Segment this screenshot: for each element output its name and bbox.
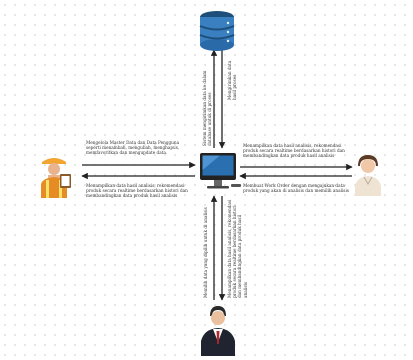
edge-label-customer-to-system: Membuat Work Order dengan mengajukan dat…: [243, 183, 349, 194]
edge-label-system-to-manager: Menampilkan data hasil analisis, rekomen…: [227, 199, 248, 298]
edge-label-manager-to-system: Memilih data yang dipilih untuk di anali…: [203, 207, 208, 298]
edge-label-admin-to-system: Mengelola Master Data dan Data Pengguna …: [86, 140, 180, 156]
businessman-icon: [201, 306, 235, 356]
edge-label-database-to-system: Mengirimkan data hasil proses: [227, 60, 238, 100]
worker-with-clipboard-icon: [41, 158, 71, 198]
database-icon: [199, 11, 235, 51]
edge-label-system-to-customer: Menampilkan data hasil analisis, rekomen…: [243, 143, 345, 159]
customer-person-icon: [355, 155, 381, 196]
edge-label-system-to-database: Sistem mengirimkan data ke dalam databas…: [202, 70, 213, 146]
edge-label-system-to-admin: Menampilkan data hasil analisis, rekomen…: [86, 183, 188, 199]
computer-monitor-icon: [200, 153, 241, 189]
